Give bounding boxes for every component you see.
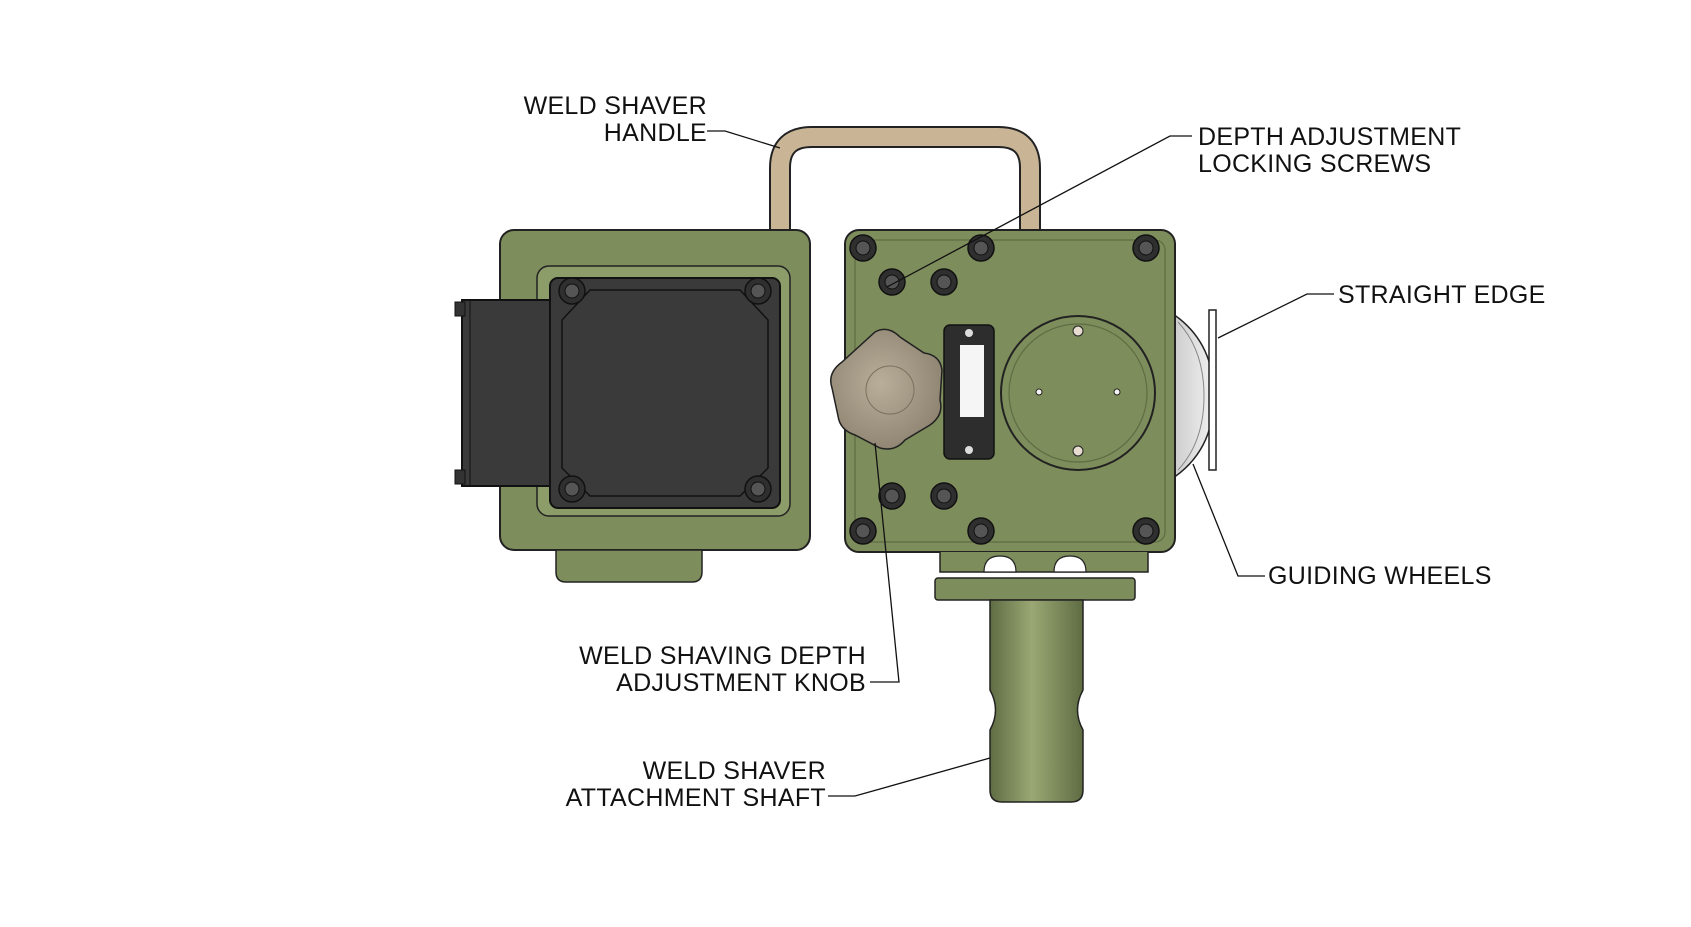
leader-guiding-wheels bbox=[1192, 463, 1265, 577]
callout-attachment-shaft-line2: ATTACHMENT SHAFT bbox=[565, 784, 826, 812]
callout-locking-screws-line2: LOCKING SCREWS bbox=[1198, 150, 1432, 178]
leader-depth-knob bbox=[870, 442, 900, 683]
callout-handle-line1: WELD SHAVER bbox=[523, 92, 707, 120]
screw-icon bbox=[930, 482, 958, 510]
screw-icon bbox=[967, 517, 995, 545]
straight-edge bbox=[1208, 309, 1217, 471]
callout-locking-screws-line1: DEPTH ADJUSTMENT bbox=[1198, 123, 1462, 151]
leader-handle bbox=[707, 130, 781, 149]
callout-depth-knob-line2: ADJUSTMENT KNOB bbox=[616, 669, 866, 697]
cover-plate bbox=[549, 277, 781, 509]
leader-straight-edge bbox=[1217, 293, 1334, 339]
callout-guiding-wheels-line1: GUIDING WHEELS bbox=[1268, 562, 1492, 590]
connector-block bbox=[461, 299, 558, 487]
screw-icon bbox=[744, 277, 772, 305]
leader-attachment-shaft bbox=[828, 757, 991, 797]
screw-icon bbox=[849, 234, 877, 262]
screw-icon bbox=[930, 268, 958, 296]
depth-adjustment-knob bbox=[830, 328, 943, 450]
screw-icon bbox=[849, 517, 877, 545]
callout-locking-screws: DEPTH ADJUSTMENT LOCKING SCREWS bbox=[1198, 124, 1461, 178]
attachment-shaft bbox=[989, 599, 1084, 803]
callout-straight-edge-line1: STRAIGHT EDGE bbox=[1338, 281, 1546, 309]
screw-icon bbox=[1132, 234, 1160, 262]
callout-depth-knob-line1: WELD SHAVING DEPTH bbox=[579, 642, 866, 670]
screw-icon bbox=[744, 475, 772, 503]
callout-attachment-shaft-line1: WELD SHAVER bbox=[642, 757, 826, 785]
screw-icon bbox=[1132, 517, 1160, 545]
callout-depth-knob: WELD SHAVING DEPTH ADJUSTMENT KNOB bbox=[560, 643, 866, 697]
callout-guiding-wheels: GUIDING WHEELS bbox=[1268, 563, 1492, 590]
callout-straight-edge: STRAIGHT EDGE bbox=[1338, 282, 1546, 309]
callout-attachment-shaft: WELD SHAVER ATTACHMENT SHAFT bbox=[556, 758, 826, 812]
leader-locking-screws bbox=[886, 135, 1192, 288]
callout-handle: WELD SHAVER HANDLE bbox=[500, 93, 707, 147]
callout-handle-line2: HANDLE bbox=[603, 119, 707, 147]
screw-icon bbox=[878, 482, 906, 510]
screw-icon bbox=[558, 277, 586, 305]
guide-disc bbox=[1000, 315, 1156, 471]
screw-icon bbox=[558, 475, 586, 503]
screw-icon bbox=[967, 234, 995, 262]
